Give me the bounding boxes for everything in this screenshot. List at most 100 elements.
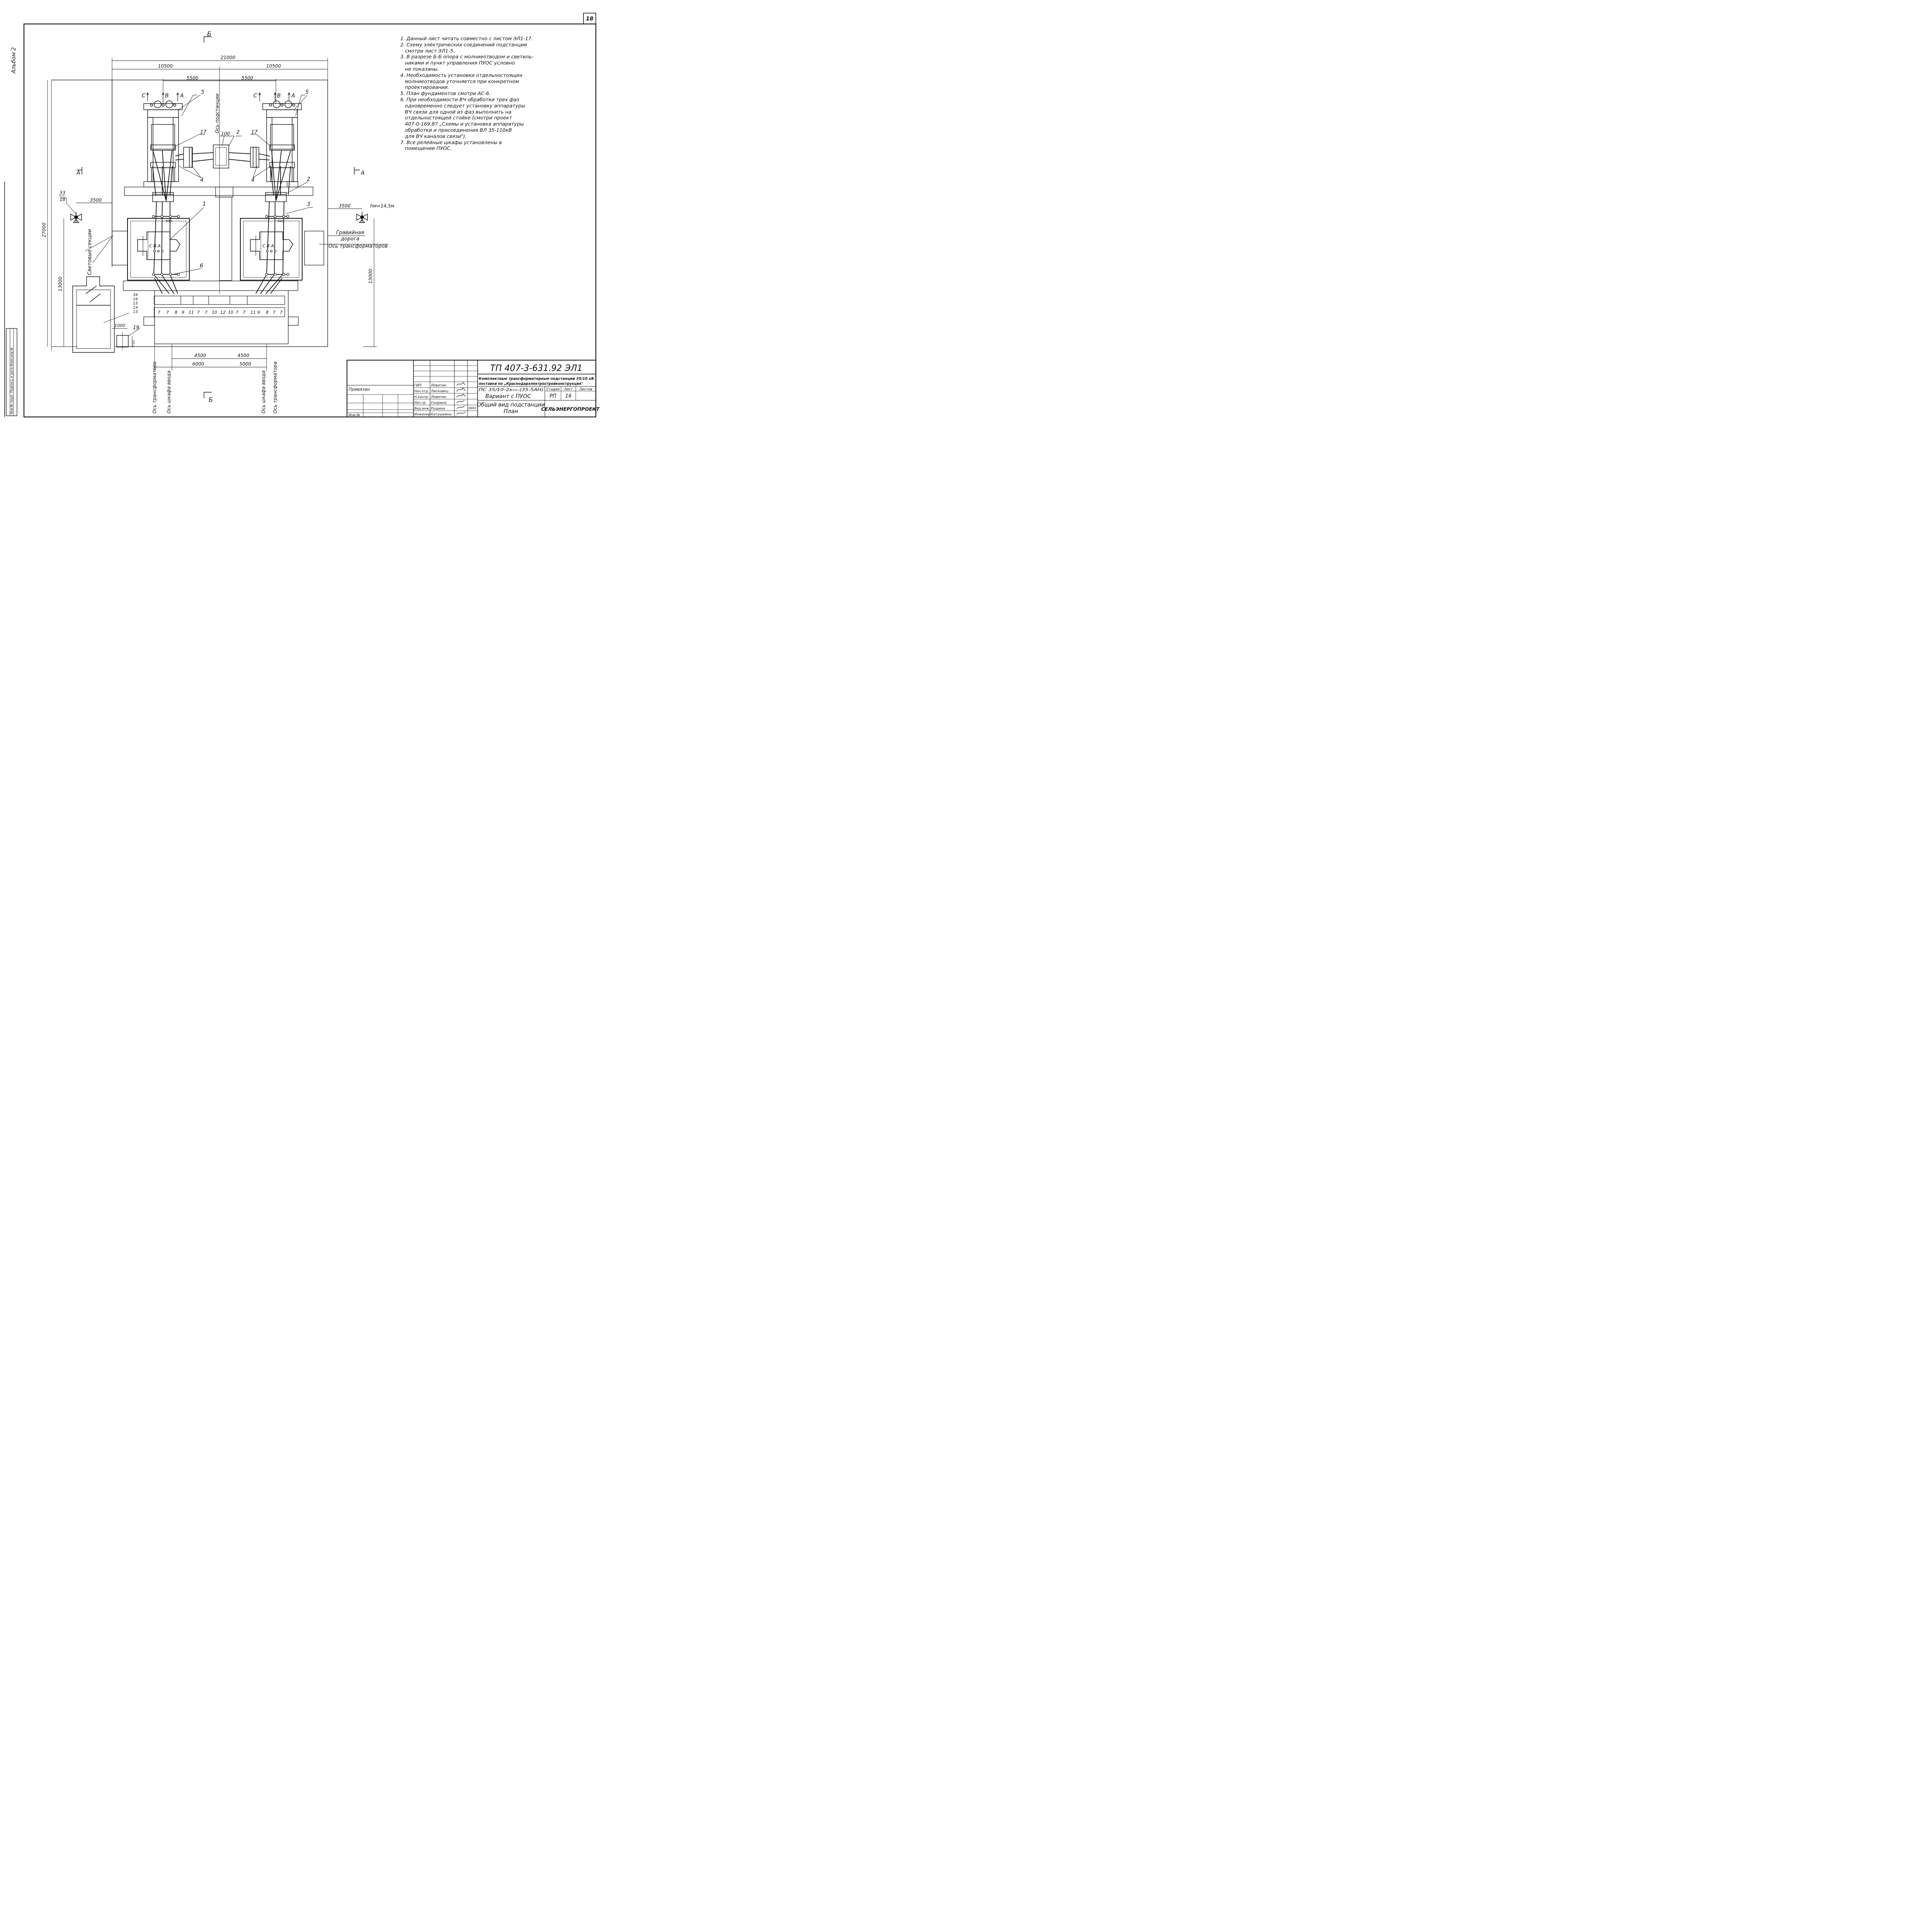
variant-label: Вариант с ПУОС [485, 393, 531, 400]
callout-15: 15 [133, 301, 138, 306]
note-line: обработки и присоединения ВЛ 35-110кВ [405, 127, 512, 133]
lightning-rod-left [70, 212, 82, 223]
callout-4-right: 4 [251, 177, 255, 183]
signatures [456, 382, 466, 415]
signature-roles: ГИП Левитин Нач.отд. Лисковец Н.контр. Л… [414, 384, 451, 417]
axis-substation: Ось подстанции [214, 94, 220, 133]
cabinet-number: 9 [182, 310, 184, 315]
sheet-value: 16 [565, 393, 572, 399]
note-line: одновременно следует установку аппаратур… [405, 102, 526, 109]
general-notes: 1. Данный лист читать совместно с листом… [400, 36, 570, 151]
transformer-phases-left: С В А [149, 243, 161, 248]
dim-lightning-height: hм=14,5м [370, 203, 394, 209]
control-building [72, 276, 129, 353]
dim-overall-height: 27000 [41, 223, 47, 238]
cabinet-number: 10 [212, 310, 217, 315]
callout-leaders [60, 95, 388, 337]
callout-17-left: 17 [200, 129, 207, 135]
dim-height-lower-left: 13000 [58, 277, 63, 292]
cabinet-number: 8 [175, 310, 177, 315]
dim-1000: 1000 [114, 323, 125, 328]
sheet-title-line-2: План [503, 408, 518, 415]
role-label: Нач.гр. [414, 401, 427, 405]
cabinet-number: 8 [266, 310, 269, 315]
dim-height-lower-right: 13000 [368, 269, 373, 284]
role-name: Катушкина [431, 413, 451, 417]
phase-a-left: А [180, 93, 184, 99]
cabinet-number: 7 [236, 310, 238, 315]
cabinet-number: 9 [257, 310, 260, 315]
stage-header: Стадия [546, 388, 560, 391]
axis-transformer-left: Ось трансформатора [152, 362, 157, 413]
scheme-code: ПС 35/10-2х▭-(35-5АН) [479, 387, 544, 392]
dim-half-right: 10500 [266, 63, 281, 69]
section-mark-b-top: Б [207, 30, 211, 37]
transformer-right [240, 218, 303, 281]
dim-710: 710 [132, 340, 136, 347]
callout-16: 16 [133, 297, 138, 301]
callout-100: 100 [221, 131, 230, 136]
project-title-line-2: поставки по „Краснодарэлектростройконстр… [479, 382, 583, 386]
insulators [150, 100, 295, 108]
role-label: Инженер [414, 413, 430, 417]
note-line: 1. Данный лист читать совместно с листом… [400, 36, 533, 41]
note-line: не показаны. [405, 66, 439, 72]
inv-no-label: Инв.№ [349, 413, 360, 417]
dimension-lines [47, 58, 377, 371]
note-line: никами и пункт управления ПУОС условно [405, 60, 515, 66]
dim-offset-left: 3500 [90, 197, 102, 203]
role-label: ГИП [414, 384, 422, 388]
callout-33: 33 [60, 190, 65, 196]
gravel-road-label-2: дорога [340, 236, 359, 242]
note-line: ВЧ связи для одной из фаз выполнить на [405, 109, 512, 115]
callout-1: 1 [202, 201, 206, 207]
cabinet-number: 7 [243, 310, 245, 315]
sheet-header: Лист [564, 388, 573, 391]
role-name: Рощина [431, 407, 445, 411]
phase-b-left: В [165, 93, 169, 99]
section-mark-a-right: А [361, 170, 365, 176]
note-line: 7. Все релейные шкафы установлены в [400, 139, 502, 145]
title-block-grid [347, 360, 596, 417]
dim-500-left: 500 [165, 219, 172, 223]
dim-bottom-4500-right: 4500 [238, 353, 250, 358]
section-mark-a-left: А [76, 170, 80, 176]
note-line: проектировании. [405, 84, 449, 90]
dim-bottom-5000: 5000 [240, 361, 252, 367]
stage-value: РП [549, 393, 556, 399]
callout-13: 13 [133, 310, 138, 314]
sheet-frame [4, 13, 597, 418]
substation-plan-drawing: 18 Альбом 2 Инв.№ подл. Подпись и дата В… [4, 13, 600, 418]
lightning-rod-right [356, 212, 368, 223]
callout-18: 18 [60, 197, 66, 202]
cabinet-number: 7 [280, 310, 282, 315]
callout-14: 14 [133, 306, 138, 310]
note-line: смотри лист ЭЛ1-5. [405, 48, 455, 54]
dim-bay-left: 5500 [187, 75, 199, 81]
dim-overall-width: 21000 [221, 55, 236, 60]
callout-34: 34 [133, 293, 138, 297]
conductors [152, 150, 291, 294]
note-line: 5. План фундаментов смотри АС-6. [400, 90, 491, 97]
callout-2-right: 2 [307, 176, 310, 182]
phase-b-right: В [277, 93, 281, 99]
hf-equipment [183, 145, 259, 168]
portal-right [262, 103, 302, 202]
section-mark-b-bottom: Б [209, 396, 213, 403]
cabinet-number: 11 [189, 310, 194, 315]
cabinet-number: 7 [197, 310, 200, 315]
note-line: для ВЧ каналов связи"). [405, 133, 467, 139]
note-line: 407-0-169.87 „Схемы и установка аппарату… [405, 121, 524, 127]
binding-label: Привязан [349, 387, 370, 392]
callout-17-right: 17 [251, 129, 258, 135]
axis-input-cabinet-right: Ось шкафа ввода [261, 371, 266, 413]
cabinet-number: 12 [220, 310, 226, 315]
note-line: 4. Необходимость установки отдельностоящ… [400, 72, 523, 78]
document-code: ТП 407-3-631.92 ЭЛ1 [490, 364, 583, 373]
note-line: 3. В разрезе Б-Б опора с молниеотводом и… [400, 54, 534, 60]
phase-a-right: А [291, 93, 295, 99]
axis-transformer-right: Ось трансформатора [272, 362, 278, 413]
dim-bottom-6000: 6000 [192, 361, 204, 367]
role-label: Н.контр. [414, 395, 429, 399]
note-line: 6. При необходимости ВЧ обработки трех ф… [400, 96, 519, 102]
